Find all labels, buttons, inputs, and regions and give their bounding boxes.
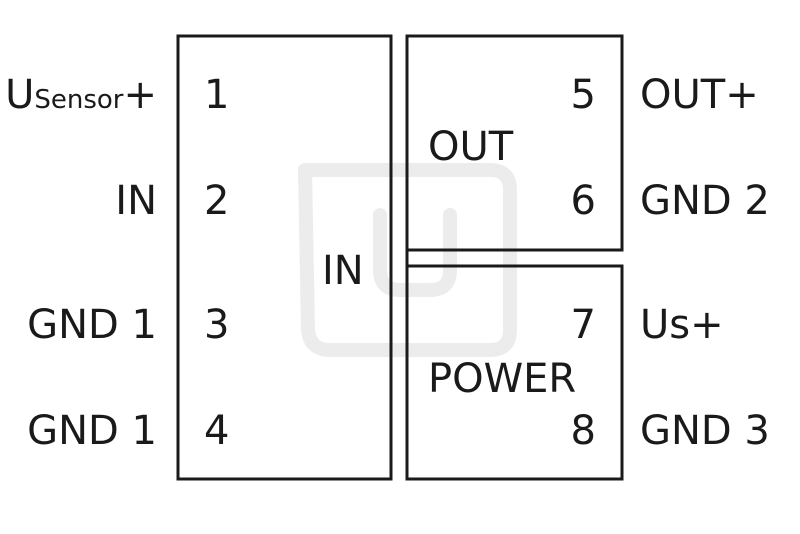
power-module-box (405, 264, 624, 481)
left-label-1: USensor+ (5, 72, 157, 118)
right-label-6: GND 2 (640, 178, 770, 224)
in-block-label: IN (322, 248, 364, 294)
pin-number-4: 4 (204, 408, 229, 454)
left-label-4: GND 1 (27, 408, 157, 454)
pin-number-2: 2 (204, 178, 229, 224)
plug-logo-icon (298, 163, 517, 357)
pin-number-5: 5 (571, 72, 596, 118)
pin-number-1: 1 (204, 72, 229, 118)
pin-number-3: 3 (204, 302, 229, 348)
left-label-3: GND 1 (27, 302, 157, 348)
right-label-7: Us+ (640, 302, 724, 348)
right-label-8: GND 3 (640, 408, 770, 454)
pin-number-8: 8 (571, 408, 596, 454)
out-module-box (405, 34, 624, 252)
pin-number-6: 6 (571, 178, 596, 224)
left-label-2: IN (115, 178, 157, 224)
out-block-label: OUT (428, 124, 514, 170)
pin-number-7: 7 (571, 302, 596, 348)
right-label-5: OUT+ (640, 72, 759, 118)
power-block-label: POWER (428, 356, 576, 402)
